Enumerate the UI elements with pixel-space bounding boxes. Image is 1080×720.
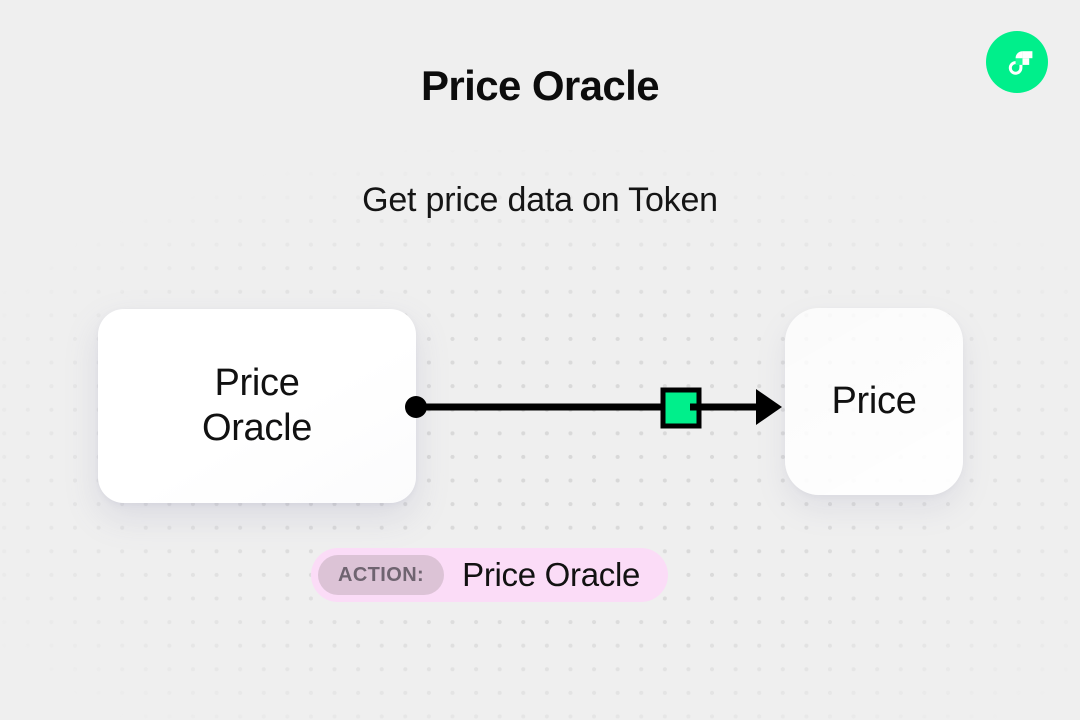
node-price[interactable]: Price	[785, 308, 963, 495]
connector-arrow	[405, 387, 782, 429]
connector-mid-square	[660, 387, 702, 429]
flow-logo-icon	[986, 31, 1048, 93]
action-badge-tag: ACTION:	[318, 555, 445, 595]
node-price-oracle[interactable]: Price Oracle	[98, 309, 416, 503]
action-badge[interactable]: ACTION: Price Oracle	[311, 548, 669, 602]
node-price-label: Price	[831, 380, 917, 423]
node-price-oracle-label: Price Oracle	[201, 362, 313, 449]
page-subtitle: Get price data on Token	[362, 181, 718, 219]
action-badge-value: Price Oracle	[462, 556, 641, 593]
page-title: Price Oracle	[421, 62, 660, 109]
connector-arrowhead	[756, 389, 782, 425]
